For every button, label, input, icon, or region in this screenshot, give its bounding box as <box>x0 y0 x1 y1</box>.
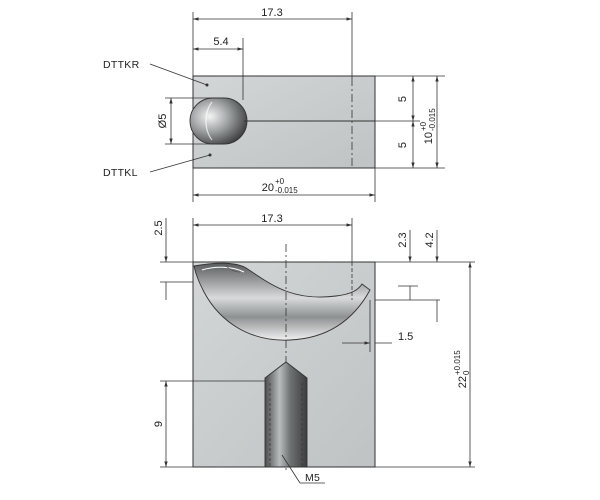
threaded-hole <box>264 361 308 468</box>
dim-hole-dia: Ø5 <box>157 114 169 129</box>
svg-text:0: 0 <box>462 370 471 375</box>
label-dttkl: DTTKL <box>103 167 138 179</box>
svg-text:+0: +0 <box>419 121 428 131</box>
label-dttkr: DTTKR <box>103 59 140 71</box>
dim-height-22: 22 +0.015 0 <box>453 350 471 388</box>
dim-height-10: 10 +0 -0.015 <box>419 108 437 144</box>
dim-edge-1-5: 1.5 <box>398 331 413 343</box>
dim-thread-length: 9 <box>153 421 165 427</box>
dim-groove-depth-a: 2.3 <box>397 232 409 247</box>
dim-offset-5-4: 5.4 <box>213 36 228 48</box>
dim-top-17-3: 17.3 <box>261 7 282 19</box>
dim-top-offset: 2.5 <box>153 220 165 235</box>
dim-half-upper: 5 <box>397 96 409 102</box>
dim-front-17-3: 17.3 <box>261 213 282 225</box>
svg-text:+0.015: +0.015 <box>453 350 462 375</box>
svg-text:+0: +0 <box>275 177 285 186</box>
svg-text:-0.015: -0.015 <box>275 186 298 195</box>
svg-text:-0.015: -0.015 <box>428 108 437 131</box>
top-view: 17.3 5.4 Ø5 5 5 10 +0 -0.015 20 +0 -0.01… <box>103 7 445 202</box>
svg-text:22: 22 <box>457 376 469 388</box>
svg-text:10: 10 <box>423 132 435 144</box>
dim-half-lower: 5 <box>397 142 409 148</box>
dim-groove-depth-b: 4.2 <box>424 232 436 247</box>
thread-label-m5: M5 <box>305 472 320 484</box>
curved-groove <box>193 262 371 341</box>
svg-text:20: 20 <box>262 182 274 194</box>
front-view: 17.3 2.5 2.3 4.2 1.5 9 22 +0.015 0 <box>153 213 475 484</box>
dim-width-20: 20 +0 -0.015 <box>262 177 298 195</box>
pin-feature <box>189 97 248 145</box>
